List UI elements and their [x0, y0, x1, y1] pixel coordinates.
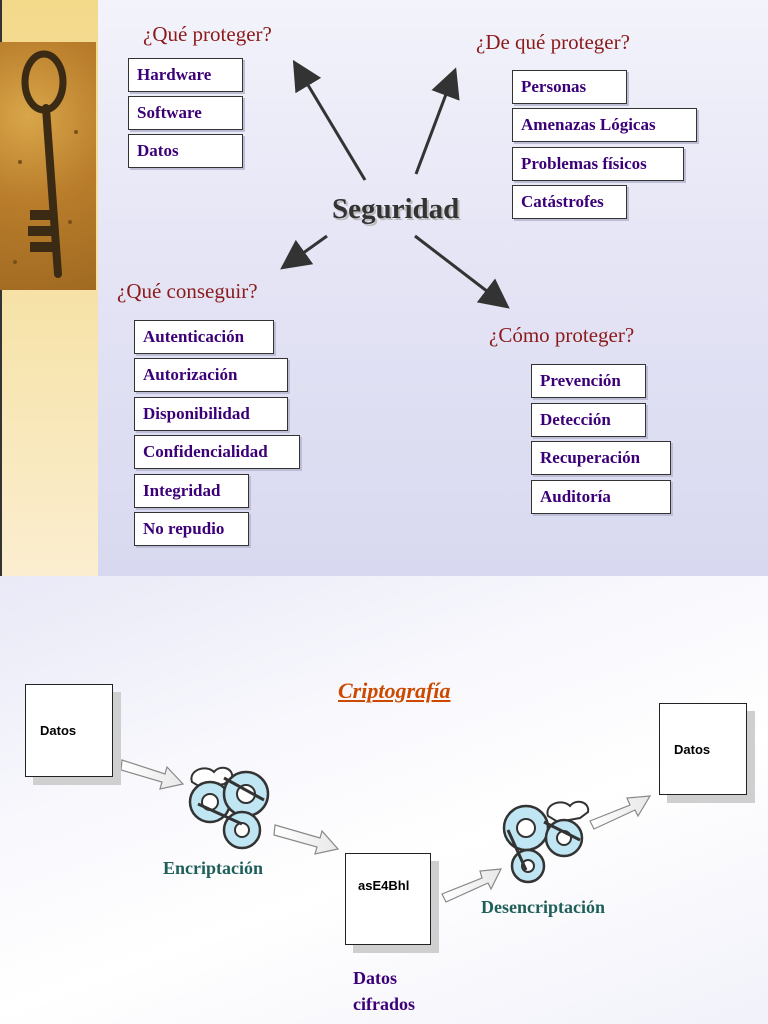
cipher-caption: Datos cifrados [353, 965, 415, 1017]
key-image [0, 42, 96, 290]
item-disponibilidad: Disponibilidad [134, 397, 288, 431]
item-problemas-fisicos: Problemas físicos [512, 147, 684, 181]
item-no-repudio: No repudio [134, 512, 249, 546]
question-what-to-achieve: ¿Qué conseguir? [117, 279, 258, 303]
item-software: Software [128, 96, 243, 130]
question-how-to-protect: ¿Cómo proteger? [489, 323, 635, 347]
item-autenticacion: Autenticación [134, 320, 274, 354]
item-recuperacion: Recuperación [531, 441, 671, 475]
decryption-gears-icon [502, 800, 590, 884]
security-slide: Seguridad ¿Qué proteger? Hardware Softwa… [0, 0, 768, 576]
item-prevencion: Prevención [531, 364, 646, 398]
question-what-to-protect: ¿Qué proteger? [143, 22, 272, 46]
item-integridad: Integridad [134, 474, 249, 508]
cryptography-slide: Criptografía Datos Encriptación asE4Bhl … [0, 576, 768, 1024]
item-amenazas-logicas: Amenazas Lógicas [512, 108, 697, 142]
cipher-caption-line2: cifrados [353, 994, 415, 1014]
item-personas: Personas [512, 70, 627, 104]
item-hardware: Hardware [128, 58, 243, 92]
cipher-caption-line1: Datos [353, 968, 397, 988]
item-deteccion: Detección [531, 403, 646, 437]
flow-arrows [120, 759, 652, 903]
encryption-label: Encriptación [163, 858, 264, 878]
center-title: Seguridad [332, 193, 460, 225]
encryption-gears-icon [188, 766, 270, 850]
input-data-document: Datos [25, 684, 113, 777]
question-protect-from: ¿De qué proteger? [476, 30, 630, 54]
key-icon [13, 50, 78, 278]
connector-arrows [280, 59, 510, 309]
output-data-document: Datos [659, 703, 747, 795]
item-confidencialidad: Confidencialidad [134, 435, 300, 469]
item-datos: Datos [128, 134, 243, 168]
item-catastrofes: Catástrofes [512, 185, 627, 219]
item-autorizacion: Autorización [134, 358, 288, 392]
cryptography-title: Criptografía [338, 678, 451, 703]
decryption-label: Desencriptación [481, 897, 605, 917]
item-auditoria: Auditoría [531, 480, 671, 514]
cipher-data-document: asE4Bhl [345, 853, 431, 945]
